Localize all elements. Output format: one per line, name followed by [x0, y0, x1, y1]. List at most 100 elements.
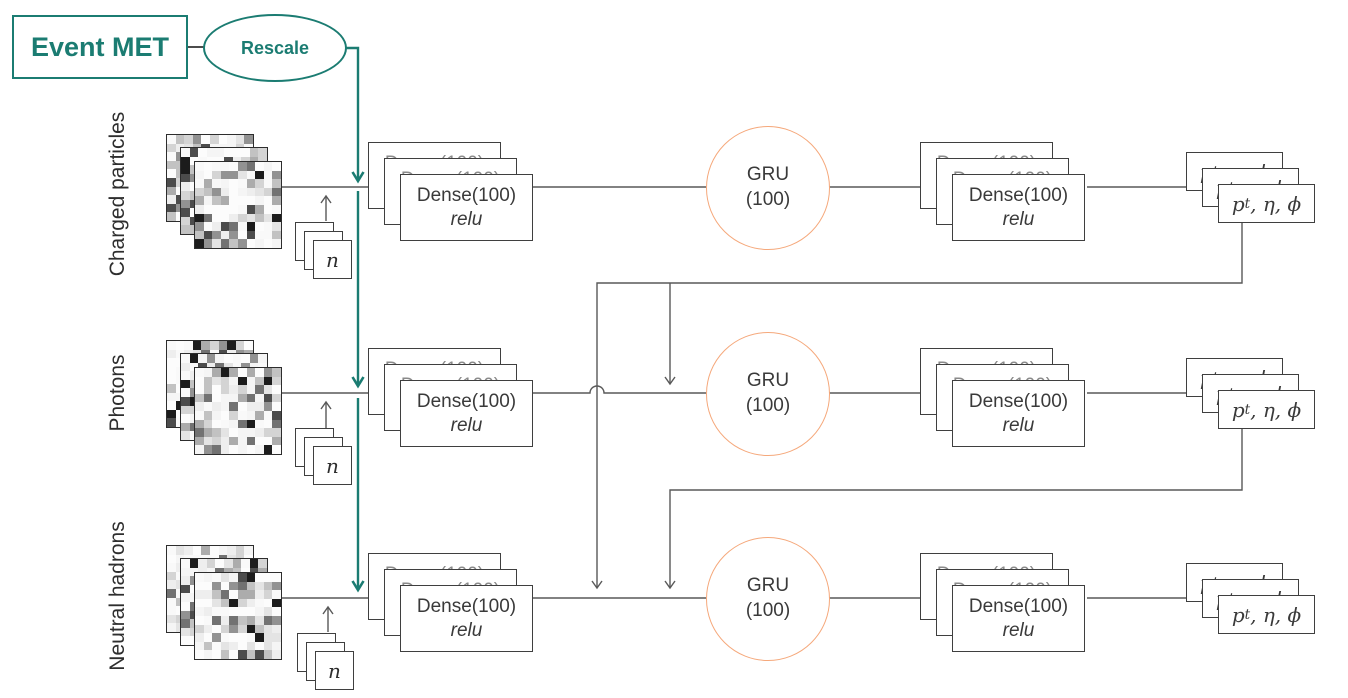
pixel-cell: [272, 385, 281, 394]
particle-count-stack: n: [297, 633, 355, 691]
pixel-cell: [181, 182, 190, 191]
pixel-cell: [189, 636, 199, 645]
pixel-cell: [246, 411, 256, 420]
pixel-cell: [224, 559, 233, 568]
pixel-cell: [215, 354, 224, 363]
pixel-cell: [175, 195, 185, 204]
pixel-cell: [189, 610, 199, 620]
row-label-charged-particles: Charged particles: [106, 111, 129, 277]
pixel-cell: [272, 239, 281, 248]
pixel-cell: [272, 179, 281, 188]
pixel-cell: [195, 222, 204, 231]
pixel-cell: [203, 385, 213, 394]
pixel-cell: [206, 559, 216, 568]
pixel-cell: [167, 203, 176, 213]
row3-connectors: [280, 597, 1202, 632]
pixel-cell: [181, 354, 190, 363]
pixel-cell: [212, 445, 221, 454]
pixel-cell: [167, 195, 176, 204]
pixel-cell: [215, 148, 224, 157]
pixel-cell: [220, 230, 230, 240]
pixel-cell: [195, 402, 204, 411]
pixel-cell: [181, 191, 190, 200]
pixel-cell: [203, 239, 213, 248]
dense-activation-label: relu: [450, 619, 483, 641]
pixel-cell: [167, 589, 176, 598]
pixel-cell: [220, 170, 230, 180]
output-p: p: [1231, 397, 1245, 422]
output-p: p: [1231, 191, 1245, 216]
pixel-cell: [246, 239, 256, 248]
pixel-cell: [195, 419, 204, 429]
pixel-cell: [220, 598, 230, 608]
gru-label: GRU: [746, 370, 790, 392]
pixel-cell: [167, 606, 176, 615]
pixel-cell: [175, 546, 185, 555]
pixel-cell: [229, 368, 238, 377]
pixel-cell: [238, 385, 247, 394]
pixel-cell: [195, 607, 204, 616]
pixel-cell: [244, 341, 253, 350]
count-card: n: [313, 446, 352, 485]
pixel-cell: [238, 616, 247, 625]
event-met-label: Event MET: [30, 31, 170, 62]
pixel-cell: [263, 598, 273, 608]
calorimeter-image-stack: [166, 134, 282, 249]
pixel-cell: [246, 581, 256, 591]
pixel-cell: [246, 179, 256, 188]
pixel-cell: [272, 641, 281, 651]
pixel-cell: [229, 650, 238, 659]
pixel-cell: [189, 431, 199, 440]
event-met-box: Event MET: [12, 15, 188, 79]
rescale-node: Rescale: [203, 14, 347, 82]
pixel-cell: [206, 567, 216, 577]
pixel-cell: [192, 135, 202, 144]
pixel-cell: [167, 401, 176, 410]
pixel-cell: [167, 349, 176, 359]
pixel-cell: [189, 173, 199, 183]
pixel-cell: [220, 385, 230, 394]
pixel-cell: [218, 341, 228, 350]
pixel-cell: [263, 196, 273, 205]
pixel-cell: [195, 598, 204, 608]
pixel-cell: [238, 239, 247, 248]
pixel-cell: [238, 170, 247, 180]
pixel-cell: [189, 165, 199, 174]
pixel-cell: [244, 135, 253, 144]
pixel-cell: [195, 633, 204, 642]
pixel-cell: [263, 230, 273, 240]
pixel-cell: [189, 148, 199, 157]
pixel-cell: [227, 135, 236, 144]
pixel-cell: [195, 368, 204, 377]
pixel-cell: [167, 152, 176, 161]
pixel-cell: [175, 606, 185, 615]
pixel-cell: [229, 393, 238, 403]
pixel-cell: [255, 179, 264, 188]
pixel-cell: [195, 205, 204, 214]
pixel-cell: [167, 143, 176, 153]
pixel-cell: [238, 598, 247, 608]
pixel-cell: [181, 584, 190, 594]
count-symbol: n: [326, 453, 339, 478]
pixel-cell: [263, 187, 273, 197]
pixel-cell: [238, 230, 247, 240]
pixel-cell: [255, 607, 264, 616]
pixel-cell: [175, 554, 185, 564]
pixel-cell: [232, 362, 242, 372]
pixel-cell: [189, 559, 199, 568]
pixel-cell: [255, 196, 264, 205]
gru-units-label: (100): [745, 395, 791, 416]
pixel-cell: [229, 385, 238, 394]
pixel-cell: [189, 371, 199, 380]
pixel-cell: [272, 230, 281, 240]
pixel-cell: [224, 567, 233, 577]
pixel-cell: [195, 616, 204, 625]
pixel-cell: [229, 205, 238, 214]
pixel-cell: [238, 213, 247, 223]
dense-label: Dense(100): [416, 596, 517, 618]
pixel-cell: [246, 598, 256, 608]
pixel-cell: [212, 230, 221, 240]
count-symbol: n: [328, 658, 341, 683]
pixel-cell: [175, 341, 185, 350]
